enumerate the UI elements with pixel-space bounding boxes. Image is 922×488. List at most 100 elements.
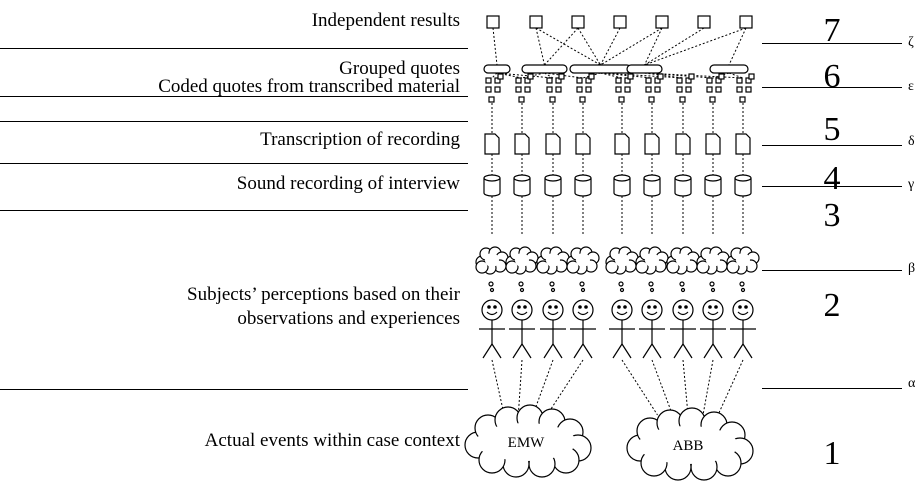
coded-quotes-icon [485, 73, 504, 103]
boundary-line-left-beta [0, 210, 468, 211]
subject-stick-figure-icon [639, 299, 665, 359]
boundary-delta: δ [908, 134, 915, 149]
boundary-line-left-epsilon [0, 96, 468, 97]
recording-cylinder-icon [643, 174, 661, 197]
boundary-line-left-alpha [0, 389, 468, 390]
connector-line [621, 359, 658, 416]
transcript-document-icon [545, 133, 561, 155]
recording-cylinder-icon [513, 174, 531, 197]
connector-line [728, 72, 744, 79]
connector-line [644, 27, 663, 66]
result-square-icon [739, 15, 753, 29]
recording-cylinder-icon [613, 174, 631, 197]
subject-stick-figure-icon [570, 299, 596, 359]
connector-line [651, 359, 673, 416]
result-square-icon [613, 15, 627, 29]
connector-line [496, 72, 554, 79]
connector-line [544, 72, 554, 79]
transcript-document-icon [514, 133, 530, 155]
transcript-document-icon [484, 133, 500, 155]
coded-quotes-icon [676, 73, 695, 103]
thought-cloud-icon [696, 246, 730, 293]
level-1-label: Actual events within case context [204, 430, 460, 451]
result-square-icon [529, 15, 543, 29]
connector-line [682, 359, 689, 416]
connector-line [535, 27, 601, 66]
level-2-label-line-2: observations and experiences [237, 308, 460, 329]
connector-line [702, 359, 714, 416]
boundary-zeta: ζ [908, 35, 914, 50]
level-3-number: 3 [823, 197, 841, 234]
coded-quotes-icon [546, 73, 565, 103]
thought-cloud-icon [536, 246, 570, 293]
boundary-line-right-epsilon [762, 87, 902, 88]
connector-line [600, 72, 684, 79]
level-1-number: 1 [823, 435, 841, 472]
connector-line [600, 27, 621, 66]
case-name-label: EMW [508, 435, 546, 451]
result-square-icon [697, 15, 711, 29]
connector-line [492, 27, 498, 66]
boundary-line-right-gamma [762, 186, 902, 187]
thought-cloud-icon [475, 246, 509, 293]
transcript-document-icon [644, 133, 660, 155]
connector-line [518, 359, 523, 413]
thought-cloud-icon [566, 246, 600, 293]
connector-line [577, 27, 601, 66]
coded-quotes-icon [615, 73, 634, 103]
subject-stick-figure-icon [609, 299, 635, 359]
recording-cylinder-icon [544, 174, 562, 197]
boundary-beta: β [908, 261, 916, 276]
grouped-quote-capsule-icon [483, 64, 511, 74]
connector-line [491, 72, 498, 79]
connector-line [600, 72, 623, 79]
level-6-number: 6 [823, 58, 841, 95]
level-4-label: Transcription of recording [260, 129, 460, 150]
coded-quotes-icon [706, 73, 725, 103]
level-2-number: 2 [823, 287, 841, 324]
level-7-label: Independent results [311, 10, 460, 31]
connector-line [717, 359, 744, 416]
subject-stick-figure-icon [479, 299, 505, 359]
recording-cylinder-icon [704, 174, 722, 197]
boundary-gamma: γ [908, 177, 915, 192]
coded-quotes-icon [515, 73, 534, 103]
thought-cloud-icon [505, 246, 539, 293]
level-5-number: 5 [823, 111, 841, 148]
case-cloud-icon [626, 407, 754, 481]
grouped-quote-capsule-icon [569, 64, 632, 74]
subject-stick-figure-icon [700, 299, 726, 359]
recording-cylinder-icon [574, 174, 592, 197]
connector-line [535, 27, 545, 66]
boundary-line-right-zeta [762, 43, 902, 44]
coded-quotes-icon [645, 73, 664, 103]
boundary-line-right-delta [762, 145, 902, 146]
subject-stick-figure-icon [670, 299, 696, 359]
coded-quotes-icon [576, 73, 595, 103]
level-6-label: Grouped quotes [339, 58, 460, 79]
connector-line [533, 359, 554, 413]
transcript-document-icon [614, 133, 630, 155]
level-4-number: 4 [823, 160, 841, 197]
boundary-line-left-gamma [0, 163, 468, 164]
level-7-number: 7 [823, 12, 841, 49]
connector-line [644, 72, 684, 79]
result-square-icon [571, 15, 585, 29]
recording-cylinder-icon [734, 174, 752, 197]
result-square-icon [655, 15, 669, 29]
recording-cylinder-icon [674, 174, 692, 197]
subject-stick-figure-icon [730, 299, 756, 359]
connector-line [644, 72, 714, 79]
connector-line [600, 72, 653, 79]
boundary-epsilon: ε [908, 79, 914, 94]
thought-cloud-icon [635, 246, 669, 293]
thought-cloud-icon [666, 246, 700, 293]
connector-line [491, 359, 504, 413]
boundary-line-left-zeta [0, 48, 468, 49]
connector-line [544, 72, 584, 79]
boundary-line-left-delta [0, 121, 468, 122]
recording-cylinder-icon [483, 174, 501, 197]
level-5-label: Coded quotes from transcribed material [158, 76, 460, 97]
connector-line [548, 359, 584, 413]
